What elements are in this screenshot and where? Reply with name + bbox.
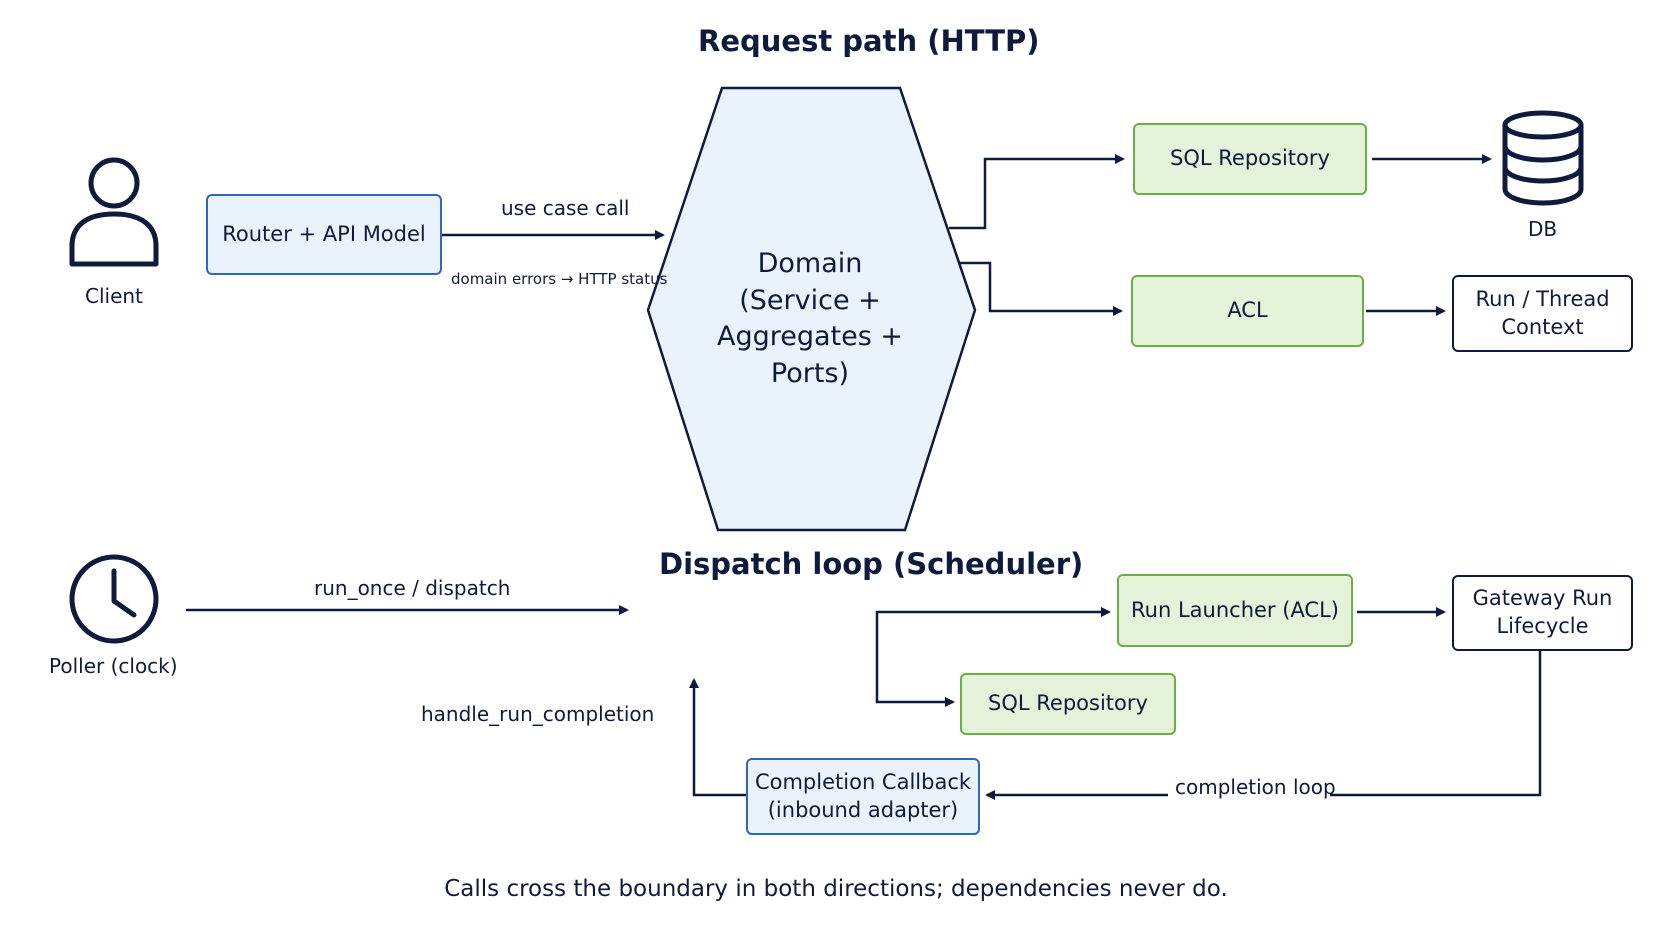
edge-domain-to-sql-repository [949,154,1125,230]
edge-completion-loop-a [1330,651,1542,797]
poller-label: Poller (clock) [49,654,178,678]
sql-repository-top-box: SQL Repository [1133,123,1367,195]
footer-caption: Calls cross the boundary in both directi… [444,876,1228,902]
edge-handle-run-completion [689,678,747,797]
gateway-run-lifecycle-box: Gateway Run Lifecycle [1452,575,1633,651]
domain-label-line-4: Ports) [770,358,850,390]
domain-hexagon [646,86,977,532]
completion-callback-box: Completion Callback (inbound adapter) [746,758,980,835]
router-api-model-label: Router + API Model [222,221,426,246]
edge-dispatch-to-sql-repository [875,697,955,707]
person-icon [69,157,159,267]
acl-label: ACL [1227,298,1268,323]
domain-label-line-2: (Service + [739,284,881,316]
domain-errors-label: domain errors → HTTP status [451,270,668,288]
handle-run-completion-label: handle_run_completion [421,702,655,726]
completion-callback-line-2: (inbound adapter) [767,797,959,822]
run-launcher-box: Run Launcher (ACL) [1117,574,1353,647]
sql-repository-bottom-label: SQL Repository [988,691,1148,716]
acl-box: ACL [1131,275,1364,347]
domain-label-line-1: Domain [757,248,863,279]
edge-domain-to-acl [958,261,1123,316]
completion-loop-label: completion loop [1175,775,1336,799]
sql-repository-bottom-box: SQL Repository [960,673,1176,735]
domain-label-line-3: Aggregates + [716,321,904,353]
database-icon [1502,110,1584,206]
run-thread-context-box: Run / Thread Context [1452,275,1633,352]
gateway-run-lifecycle-line-2: Lifecycle [1496,614,1589,638]
clock-icon [69,554,159,644]
router-api-model-box: Router + API Model [206,194,442,275]
run-launcher-label: Run Launcher (ACL) [1131,597,1339,622]
db-label: DB [1528,217,1558,241]
gateway-run-lifecycle-line-1: Gateway Run [1472,586,1613,611]
run-thread-context-line-2: Context [1501,314,1584,339]
client-label: Client [85,284,143,308]
completion-callback-line-1: Completion Callback [754,769,972,794]
use-case-call-label: use case call [501,196,630,220]
dispatch-loop-title: Dispatch loop (Scheduler) [659,547,1084,581]
domain-label: Domain (Service + Aggregates + Ports) [670,246,950,393]
sql-repository-top-label: SQL Repository [1170,146,1330,171]
run-once-dispatch-label: run_once / dispatch [314,576,511,600]
run-thread-context-line-1: Run / Thread [1475,286,1610,311]
request-path-title: Request path (HTTP) [698,24,1040,58]
edge-dispatch-to-run-launcher [875,607,1111,702]
